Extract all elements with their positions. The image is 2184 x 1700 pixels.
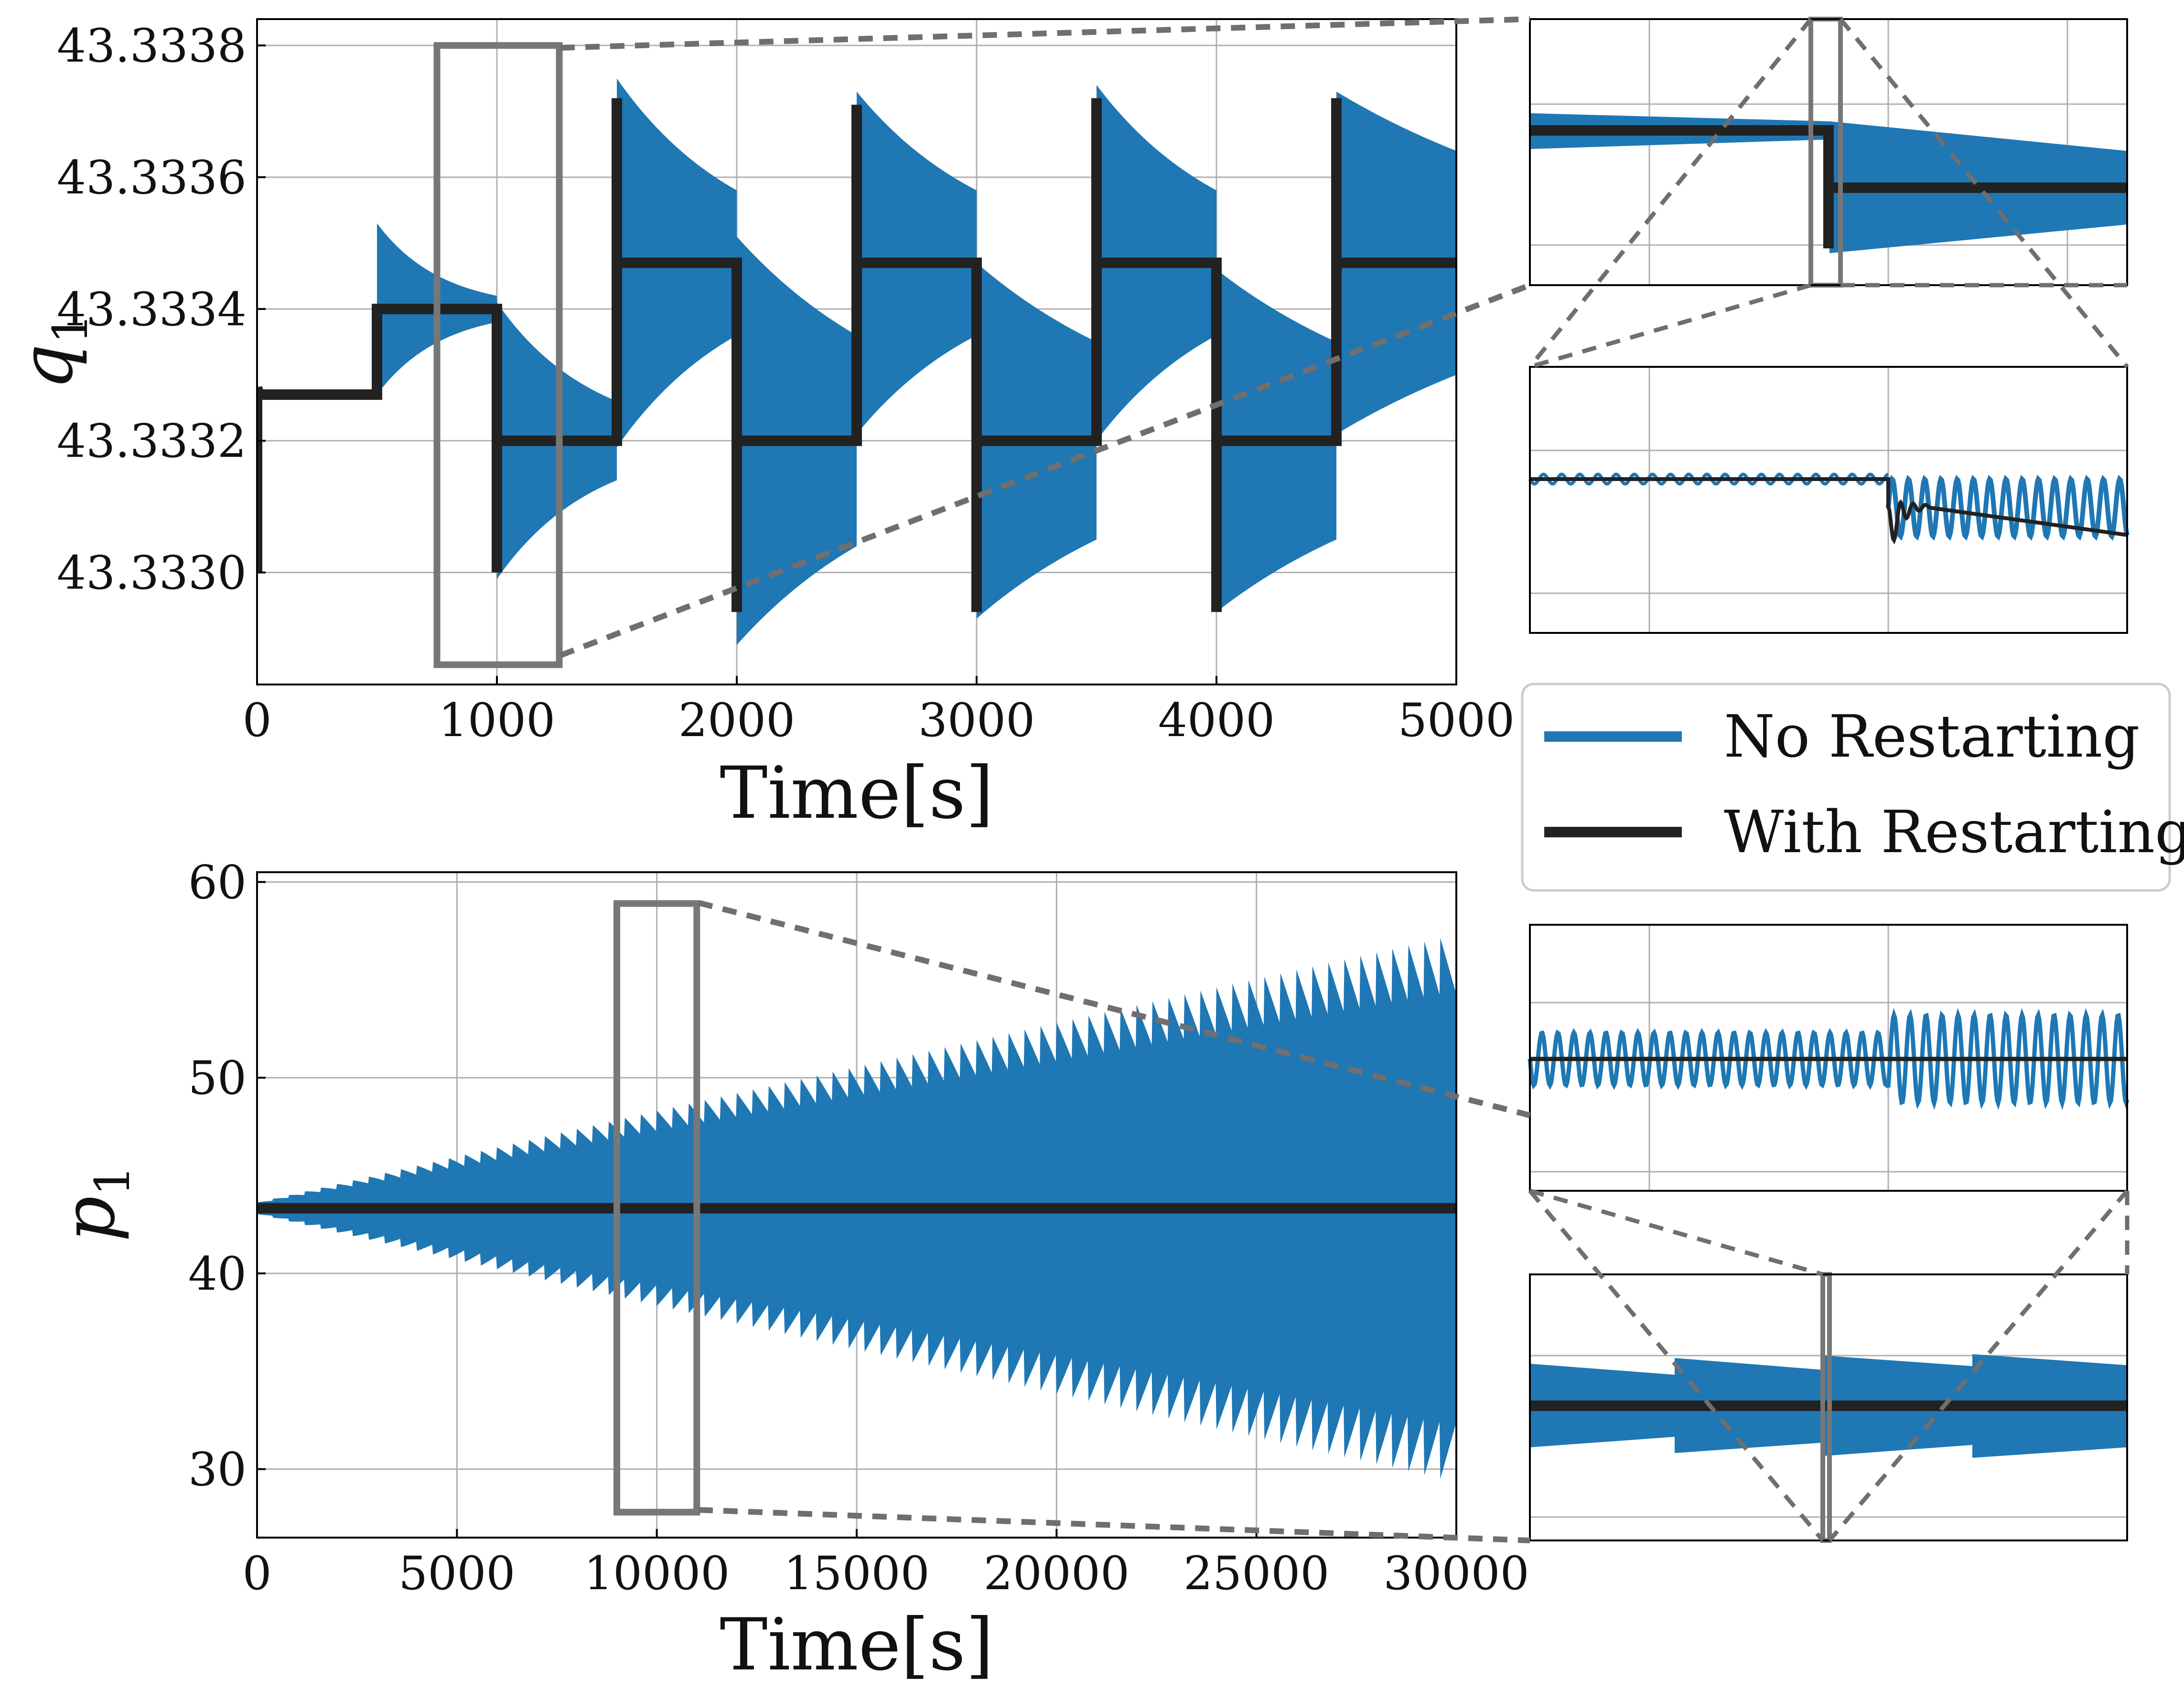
q1-y-ticks: 43.3330 43.3332 43.3334 43.3336 43.3338 [57, 19, 266, 600]
legend: No Restarting With Restarting [1521, 683, 2184, 892]
q1-zoom-box [433, 42, 563, 668]
inset-b-blue-oscillation-right [1886, 475, 2130, 541]
p-ytick-label: 40 [188, 1247, 247, 1301]
q-ytick-label: 43.3332 [57, 415, 247, 468]
p-ytick-label: 50 [188, 1051, 247, 1105]
q-ytick-label: 43.3334 [57, 283, 247, 336]
inset-c-frame [1529, 924, 2128, 1192]
p-xtick-label: 10000 [584, 1547, 730, 1600]
p-xtick-label: 30000 [1383, 1547, 1529, 1600]
p1-y-ticks: 30 40 50 60 [188, 855, 266, 1497]
q-xtick-label: 3000 [918, 694, 1035, 747]
p1-zoom-box [613, 900, 700, 1516]
zoom-connectors [559, 16, 2130, 1543]
q-xtick-label: 5000 [1398, 694, 1515, 747]
q-xtick-label: 4000 [1158, 694, 1275, 747]
q1-y-axis-label: q1 [6, 313, 98, 390]
p-xtick-label: 0 [242, 1547, 271, 1600]
inset-b-frame [1529, 366, 2128, 634]
p-xtick-label: 15000 [784, 1547, 929, 1600]
q1-with-restarting-line [257, 98, 1456, 612]
inset-c-blue-oscillation [1528, 1008, 2130, 1110]
inset-q1-zoom-step [1529, 17, 2128, 288]
q-xtick-label: 1000 [439, 694, 555, 747]
q1-x-axis-label: Time[s] [720, 752, 993, 835]
inset-b-black-line [1530, 477, 2128, 545]
q1-axes-frame [256, 18, 1457, 685]
q-ytick-label: 43.3336 [57, 151, 247, 204]
q-xtick-label: 0 [242, 694, 271, 747]
q-xtick-label: 2000 [678, 694, 795, 747]
legend-box [1521, 683, 2171, 892]
q1-x-ticks: 0 1000 2000 3000 4000 5000 [242, 676, 1515, 747]
inset-q1-zoom-fine [1528, 366, 2130, 634]
q-ytick-label: 43.3330 [57, 546, 247, 600]
inset-p1-zoom-band [1529, 1272, 2128, 1543]
q-ytick-label: 43.3338 [57, 19, 247, 73]
p1-x-ticks: 0 5000 10000 15000 20000 25000 30000 [242, 1529, 1529, 1600]
inset-a-black-step [1530, 125, 2127, 248]
p-ytick-label: 30 [188, 1443, 247, 1497]
p1-x-axis-label: Time[s] [720, 1604, 993, 1687]
p-ytick-label: 60 [188, 855, 247, 909]
p-xtick-label: 20000 [984, 1547, 1130, 1600]
p1-y-axis-label: p1 [48, 1165, 140, 1242]
legend-label-with-restarting: With Restarting [1724, 798, 2184, 866]
inset-d-frame [1529, 1273, 2128, 1541]
inset-a-frame [1529, 18, 2128, 286]
inset-p1-zoom-oscillation [1528, 924, 2130, 1192]
p-xtick-label: 5000 [398, 1547, 515, 1600]
p-xtick-label: 25000 [1183, 1547, 1329, 1600]
legend-label-no-restarting: No Restarting [1724, 703, 2140, 770]
